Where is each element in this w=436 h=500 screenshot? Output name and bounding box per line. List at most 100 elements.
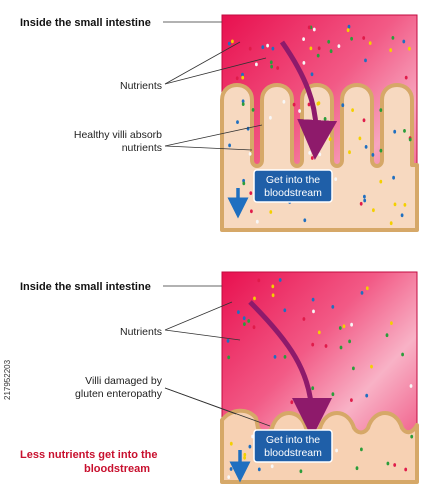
nutrient-dot-icon (379, 148, 383, 153)
nutrient-dot-icon (308, 151, 312, 155)
nutrient-dot-icon (255, 62, 258, 67)
nutrient-dot-icon (248, 444, 252, 449)
nutrient-dot-icon (270, 64, 273, 69)
nutrient-dot-icon (290, 400, 294, 405)
nutrient-dot-icon (236, 120, 239, 124)
nutrient-dot-icon (269, 60, 273, 65)
nutrient-dot-icon (359, 201, 363, 206)
nutrient-dot-icon (257, 278, 261, 283)
nutrient-dot-icon (404, 467, 408, 472)
bottom-villi-label-line1: Villi damaged by (85, 375, 163, 387)
top-nutrients-leader-2 (164, 57, 267, 85)
nutrient-dot-icon (360, 447, 363, 452)
nutrient-dot-icon (261, 45, 265, 50)
bottom-panel: Get into the bloodstream Inside the smal… (20, 271, 419, 484)
nutrient-dot-icon (402, 39, 406, 44)
bottom-bloodstream-badge (253, 429, 333, 463)
top-badge-line1: Get into the (266, 174, 320, 186)
nutrient-dot-icon (237, 310, 240, 314)
nutrient-dot-icon (400, 213, 404, 218)
nutrient-dot-icon (379, 108, 383, 112)
nutrient-dot-icon (404, 75, 408, 80)
nutrient-dot-icon (273, 355, 277, 359)
nutrient-dot-icon (389, 48, 393, 53)
nutrient-dot-icon (307, 25, 311, 30)
nutrient-dot-icon (241, 99, 245, 104)
nutrient-dot-icon (401, 352, 404, 357)
nutrient-dot-icon (350, 36, 353, 41)
nutrient-dot-icon (252, 325, 256, 330)
nutrient-dot-icon (283, 308, 287, 313)
nutrient-dot-icon (226, 339, 230, 343)
nutrient-dot-icon (229, 441, 233, 446)
nutrient-dot-icon (393, 129, 397, 134)
nutrient-dot-icon (347, 24, 351, 29)
nutrient-dot-icon (358, 136, 362, 141)
nutrient-dot-icon (243, 455, 247, 460)
nutrient-dot-icon (350, 398, 353, 402)
warning-line1: Less nutrients get into the (20, 449, 158, 461)
nutrient-dot-icon (363, 198, 367, 203)
nutrient-dot-icon (307, 120, 311, 125)
nutrient-dot-icon (257, 467, 261, 472)
nutrient-dot-icon (371, 153, 375, 157)
nutrient-dot-icon (271, 293, 275, 298)
nutrient-dot-icon (385, 333, 389, 338)
nutrient-dot-icon (243, 452, 247, 457)
bottom-badge-line2: bloodstream (264, 447, 322, 459)
nutrient-dot-icon (335, 448, 338, 453)
top-villi-leader-2 (164, 145, 253, 151)
nutrient-dot-icon (303, 218, 307, 223)
nutrient-dot-icon (241, 75, 245, 80)
nutrient-dot-icon (283, 355, 287, 359)
nutrient-dot-icon (339, 345, 343, 350)
top-nutrients-label: Nutrients (120, 80, 162, 92)
nutrient-dot-icon (231, 199, 235, 203)
nutrient-dot-icon (365, 286, 369, 291)
nutrient-dot-icon (255, 219, 259, 224)
top-panel: Get into the bloodstream Inside the smal… (20, 14, 419, 232)
nutrient-dot-icon (355, 466, 359, 471)
bottom-nutrients-leader-1 (164, 301, 233, 331)
top-villi-label-line1: Healthy villi absorb (74, 129, 162, 141)
nutrient-dot-icon (299, 469, 303, 474)
nutrient-dot-icon (229, 467, 233, 471)
bottom-curved-arrow-icon (248, 300, 332, 438)
nutrient-dot-icon (248, 152, 252, 156)
nutrient-dot-icon (227, 475, 231, 479)
nutrient-dot-icon (342, 324, 346, 329)
nutrient-dot-icon (351, 108, 354, 112)
nutrient-dot-icon (348, 150, 351, 155)
nutrient-dot-icon (408, 137, 412, 142)
nutrient-dot-icon (372, 208, 375, 213)
nutrient-dot-icon (329, 49, 333, 54)
nutrient-dot-icon (302, 37, 305, 41)
nutrient-dot-icon (331, 392, 335, 397)
nutrient-dot-icon (235, 76, 239, 81)
nutrient-dot-icon (360, 291, 364, 295)
nutrient-dot-icon (393, 463, 397, 467)
nutrient-dot-icon (270, 464, 274, 469)
top-villi-label-line2: nutrients (122, 142, 162, 154)
nutrient-dot-icon (334, 177, 338, 182)
nutrient-dot-icon (386, 461, 390, 466)
bottom-badge-line1: Get into the (266, 434, 320, 446)
nutrient-dot-icon (318, 152, 322, 157)
nutrient-dot-icon (246, 126, 250, 131)
nutrient-dot-icon (391, 36, 395, 40)
top-bloodstream-badge (253, 169, 333, 203)
nutrient-dot-icon (227, 355, 231, 360)
nutrient-dot-icon (362, 36, 366, 40)
nutrient-dot-icon (247, 319, 251, 323)
nutrient-dot-icon (316, 53, 320, 58)
nutrient-dot-icon (241, 102, 245, 106)
nutrient-dot-icon (363, 194, 366, 199)
top-panel-title: Inside the small intestine (20, 17, 151, 29)
nutrient-dot-icon (409, 384, 413, 388)
nutrient-dot-icon (312, 309, 315, 314)
nutrient-dot-icon (365, 393, 369, 398)
bottom-nutrients-label: Nutrients (120, 326, 162, 338)
nutrient-dot-icon (242, 316, 246, 321)
bottom-villi-leader-2 (164, 387, 271, 427)
